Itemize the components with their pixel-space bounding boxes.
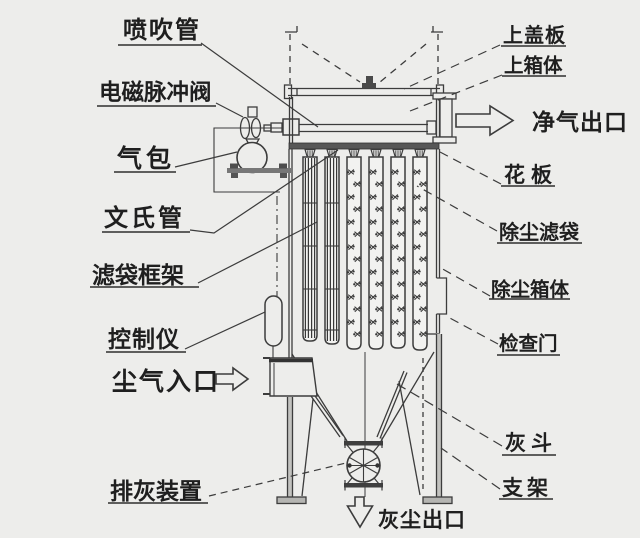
label-dust-filter-bag: 除尘滤袋 (499, 220, 580, 244)
solenoid-coil (247, 106, 258, 118)
label-ash-discharge-device: 排灰装置 (110, 478, 202, 505)
filter-bag-5 (390, 148, 406, 349)
label-solenoid-pulse-valve: 电磁脉冲阀 (99, 79, 212, 106)
support-legs (276, 334, 453, 505)
lifting-fitting (362, 76, 376, 89)
dust-collector-box-walls (288, 149, 448, 358)
filter-bag-4 (368, 148, 384, 350)
blow-pipe (282, 118, 437, 136)
label-top-cover-plate: 上盖板 (503, 23, 566, 47)
clean-gas-outlet-arrow-icon (455, 104, 515, 137)
label-blow-pipe: 喷吹管 (123, 16, 201, 44)
filter-bag-3 (346, 148, 362, 350)
controller-instrument (264, 295, 283, 347)
clean-gas-outlet-duct (432, 92, 457, 144)
tube-sheet (288, 142, 440, 150)
filter-bag-6 (412, 148, 428, 351)
inlet-duct (263, 357, 318, 397)
labels: 喷吹管 电磁脉冲阀 气包 文氏管 滤袋框架 控制仪 尘气入口 排灰装置 上盖板 … (92, 16, 628, 532)
label-inspection-door: 检查门 (499, 332, 558, 355)
dusty-gas-inlet-arrow-icon (215, 366, 250, 392)
label-clean-gas-outlet: 净气出口 (532, 109, 628, 136)
top-cover-plate (283, 84, 445, 100)
label-upper-box: 上箱体 (504, 54, 563, 77)
valve-nipple (263, 124, 272, 132)
inspection-door (436, 277, 448, 315)
tank-shelf (227, 168, 291, 173)
label-tube-sheet: 花板 (504, 163, 558, 187)
air-bag-enclosure (213, 127, 283, 193)
label-filter-bag-cage: 滤袋框架 (92, 262, 184, 289)
label-air-bag: 气包 (116, 144, 175, 173)
filter-bags (302, 148, 428, 351)
pulse-valve-disc-right (250, 117, 262, 139)
pointer-lines (174, 42, 503, 497)
filter-bag-2 (324, 148, 340, 345)
label-dusty-gas-inlet: 尘气入口 (112, 367, 220, 396)
label-support-frame: 支架 (502, 476, 552, 500)
rotary-valve (344, 437, 383, 491)
label-controller: 控制仪 (108, 326, 180, 353)
label-dust-outlet: 灰尘出口 (378, 508, 466, 532)
lid-open-dashed-lines (285, 26, 443, 86)
label-underlines (90, 44, 582, 504)
pulse-system (213, 106, 291, 358)
label-dust-collector-box: 除尘箱体 (491, 278, 570, 301)
label-venturi-tube: 文氏管 (104, 204, 185, 232)
filter-bag-1 (302, 148, 318, 342)
dust-outlet-arrow-icon (346, 496, 374, 529)
label-ash-hopper: 灰斗 (505, 431, 557, 455)
